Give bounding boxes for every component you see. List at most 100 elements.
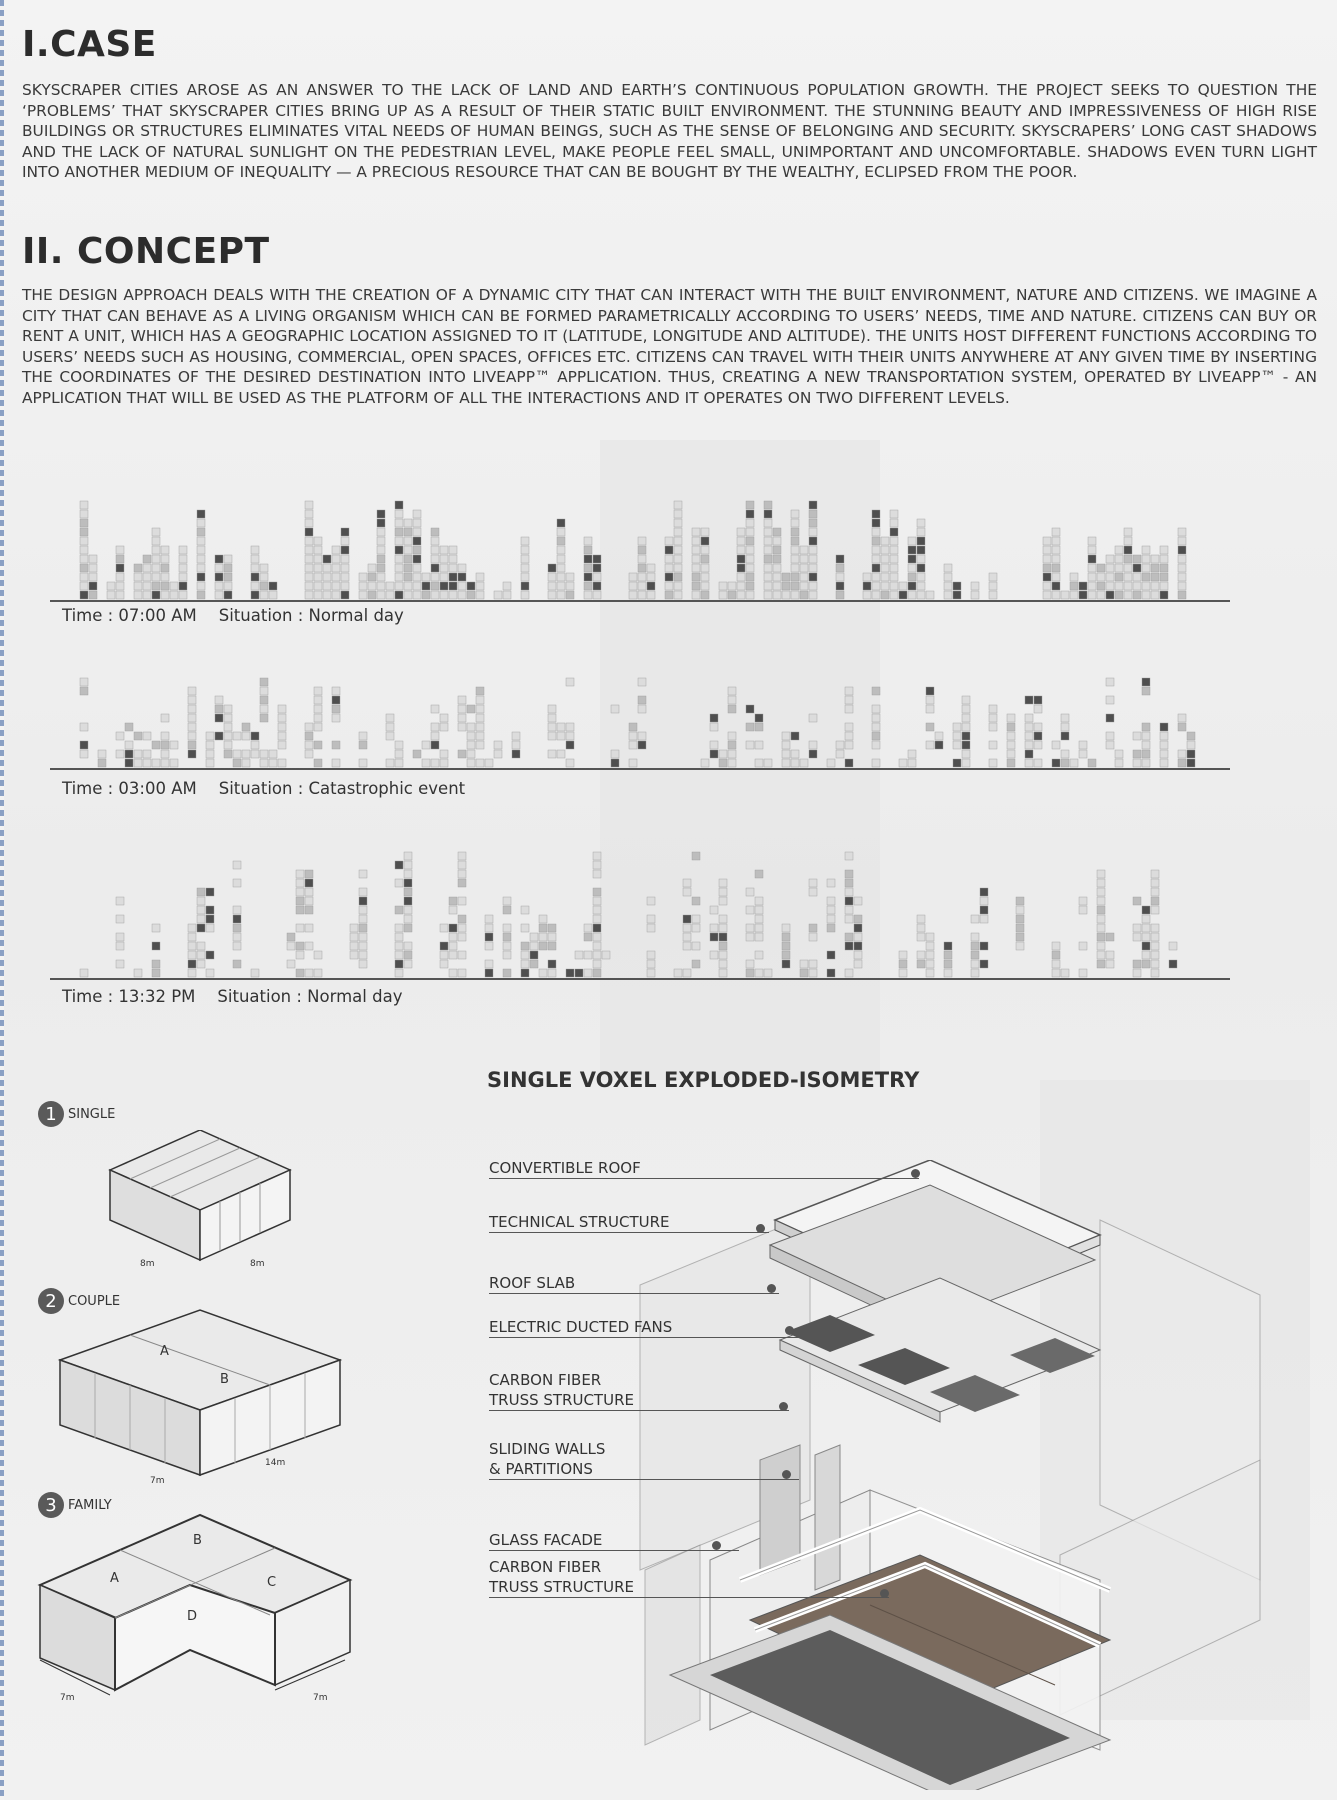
voxel-unit	[1132, 563, 1142, 573]
voxel-unit	[295, 968, 305, 978]
voxel-unit	[1087, 554, 1097, 564]
voxel-unit	[304, 554, 314, 564]
voxel-unit	[484, 932, 494, 942]
voxel-unit	[412, 536, 422, 546]
voxel-unit	[916, 932, 926, 942]
voxel-unit	[574, 950, 584, 960]
voxel-unit	[1150, 905, 1160, 915]
voxel-unit	[466, 722, 476, 732]
voxel-unit	[862, 581, 872, 591]
voxel-unit	[871, 686, 881, 696]
voxel-unit	[142, 590, 152, 600]
voxel-unit	[484, 914, 494, 924]
voxel-unit	[1015, 896, 1025, 906]
voxel-unit	[916, 590, 926, 600]
voxel-unit	[196, 887, 206, 897]
voxel-unit	[970, 581, 980, 591]
voxel-unit	[394, 581, 404, 591]
voxel-unit	[880, 590, 890, 600]
voxel-unit	[232, 860, 242, 870]
voxel-unit	[763, 500, 773, 510]
voxel-unit	[583, 932, 593, 942]
voxel-unit	[124, 749, 134, 759]
voxel-unit	[1159, 581, 1169, 591]
voxel-unit	[763, 545, 773, 555]
voxel-unit	[772, 590, 782, 600]
voxel-unit	[1060, 749, 1070, 759]
voxel-unit	[394, 959, 404, 969]
voxel-unit	[736, 545, 746, 555]
voxel-unit	[583, 581, 593, 591]
voxel-unit	[808, 932, 818, 942]
voxel-unit	[430, 545, 440, 555]
voxel-unit	[1105, 713, 1115, 723]
voxel-unit	[754, 740, 764, 750]
voxel-unit	[709, 923, 719, 933]
voxel-unit	[304, 500, 314, 510]
voxel-unit	[1150, 572, 1160, 582]
voxel-unit	[223, 713, 233, 723]
voxel-unit	[844, 905, 854, 915]
voxel-unit	[826, 758, 836, 768]
voxel-unit	[916, 545, 926, 555]
voxel-unit	[943, 590, 953, 600]
voxel-unit	[394, 518, 404, 528]
voxel-unit	[1114, 554, 1124, 564]
voxel-unit	[889, 581, 899, 591]
voxel-unit	[313, 722, 323, 732]
voxel-unit	[1141, 905, 1151, 915]
voxel-unit	[745, 722, 755, 732]
voxel-unit	[1087, 572, 1097, 582]
voxel-unit	[781, 923, 791, 933]
voxel-unit	[115, 914, 125, 924]
voxel-unit	[1060, 968, 1070, 978]
voxel-unit	[916, 527, 926, 537]
voxel-unit	[943, 572, 953, 582]
voxel-unit	[1096, 896, 1106, 906]
voxel-unit	[259, 590, 269, 600]
voxel-unit	[466, 590, 476, 600]
voxel-unit	[916, 518, 926, 528]
voxel-unit	[1087, 536, 1097, 546]
voxel-unit	[1177, 572, 1187, 582]
voxel-unit	[1087, 758, 1097, 768]
voxel-unit	[763, 581, 773, 591]
voxel-unit	[115, 941, 125, 951]
voxel-unit	[979, 896, 989, 906]
voxel-unit	[934, 731, 944, 741]
voxel-unit	[988, 572, 998, 582]
voxel-unit	[790, 554, 800, 564]
voxel-unit	[1123, 563, 1133, 573]
voxel-unit	[592, 572, 602, 582]
voxel-unit	[304, 923, 314, 933]
voxel-unit	[331, 713, 341, 723]
voxel-unit	[1105, 563, 1115, 573]
voxel-unit	[457, 572, 467, 582]
voxel-unit	[880, 545, 890, 555]
voxel-unit	[358, 932, 368, 942]
voxel-unit	[862, 572, 872, 582]
voxel-unit	[943, 959, 953, 969]
voxel-unit	[79, 518, 89, 528]
voxel-unit	[763, 968, 773, 978]
voxel-unit	[664, 590, 674, 600]
voxel-unit	[1087, 563, 1097, 573]
scenario-situation: Situation : Catastrophic event	[218, 779, 466, 798]
voxel-unit	[1051, 527, 1061, 537]
voxel-unit	[763, 572, 773, 582]
callout-label: CONVERTIBLE ROOF	[489, 1159, 641, 1177]
voxel-unit	[853, 896, 863, 906]
voxel-unit	[772, 545, 782, 555]
voxel-unit	[448, 905, 458, 915]
voxel-unit	[844, 887, 854, 897]
voxel-unit	[520, 590, 530, 600]
voxel-unit	[394, 740, 404, 750]
voxel-unit	[835, 590, 845, 600]
voxel-unit	[313, 686, 323, 696]
voxel-unit	[1150, 554, 1160, 564]
voxel-unit	[376, 590, 386, 600]
unit-dim: 8m	[140, 1259, 155, 1269]
voxel-unit	[1033, 740, 1043, 750]
voxel-unit	[592, 590, 602, 600]
